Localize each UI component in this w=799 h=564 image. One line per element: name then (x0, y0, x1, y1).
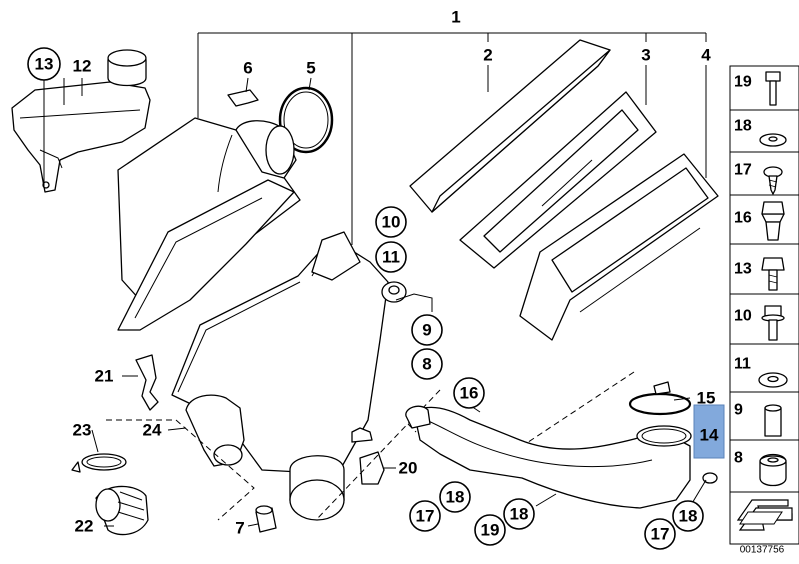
callout-23: 23 (73, 421, 92, 440)
callout-13: 13 (35, 55, 54, 74)
fastener-side-panel: 19 18 17 16 13 (729, 65, 799, 545)
callout-8: 8 (422, 355, 431, 374)
hose-22-clamp-23 (71, 453, 149, 536)
filter-element-2 (409, 39, 611, 213)
collar-bolt-icon (761, 305, 785, 341)
filter-housing-upper (117, 117, 301, 331)
long-bolt-icon (765, 71, 781, 106)
callout-17-right: 17 (651, 525, 670, 544)
side-label-10: 10 (734, 308, 752, 325)
callout-10: 10 (382, 213, 401, 232)
circled-callouts: 13 10 11 9 8 16 17 18 19 18 17 18 (27, 47, 704, 550)
side-label-17: 17 (734, 162, 752, 179)
callout-15: 15 (697, 389, 716, 408)
callout-12: 12 (73, 57, 92, 76)
filter-frame-3 (459, 91, 657, 269)
selected-part-14[interactable]: 14 (693, 404, 725, 459)
filter-cassette-4 (519, 153, 719, 341)
self-tapping-screw-icon (763, 166, 783, 195)
seal-ring-5 (278, 77, 334, 154)
callout-22: 22 (75, 517, 94, 536)
callout-19-bottom: 19 (481, 521, 500, 540)
callout-5: 5 (306, 59, 315, 78)
callout-2: 2 (483, 46, 492, 65)
callout-1: 1 (451, 8, 460, 27)
clamp-14-15 (628, 381, 692, 447)
callout-16: 16 (460, 384, 479, 403)
callout-6: 6 (243, 59, 252, 78)
callout-14: 14 (700, 426, 719, 445)
callout-24: 24 (143, 421, 162, 440)
side-label-9: 9 (734, 402, 743, 419)
callout-20: 20 (399, 459, 418, 478)
side-label-16: 16 (734, 210, 752, 227)
side-label-13: 13 (734, 261, 752, 278)
expansion-tank (11, 49, 151, 193)
callout-1-bracket (197, 32, 707, 245)
callout-18-middle: 18 (510, 505, 529, 524)
washer-icon (759, 133, 787, 147)
clip-6 (227, 77, 259, 107)
flat-washer-icon (758, 372, 788, 388)
callout-labels: 1 2 3 4 5 6 12 21 24 23 22 7 20 15 (73, 8, 716, 538)
callout-21: 21 (95, 367, 114, 386)
callout-9: 9 (422, 321, 431, 340)
rubber-mount-icon (759, 453, 787, 487)
side-label-19: 19 (734, 74, 752, 91)
callout-18-left: 18 (446, 488, 465, 507)
leader-lines (63, 65, 707, 527)
clip-20 (359, 451, 385, 485)
callout-7: 7 (235, 519, 244, 538)
callout-17-left: 17 (416, 507, 435, 526)
hex-bolt-icon (761, 257, 785, 291)
expanding-nut-icon (761, 201, 785, 241)
callout-4: 4 (701, 46, 711, 65)
side-label-18: 18 (734, 118, 752, 135)
side-label-8: 8 (734, 450, 743, 467)
duct-elbow-24 (185, 394, 245, 467)
catalog-number: 00137756 (740, 545, 785, 556)
callout-3: 3 (641, 46, 650, 65)
direction-arrow-icon (736, 499, 793, 531)
callout-11: 11 (382, 248, 400, 267)
bracket-21 (135, 354, 159, 411)
side-label-11: 11 (734, 356, 751, 373)
callout-18-right: 18 (679, 507, 698, 526)
sleeve-7 (255, 505, 277, 533)
spacer-sleeve-icon (764, 404, 782, 437)
